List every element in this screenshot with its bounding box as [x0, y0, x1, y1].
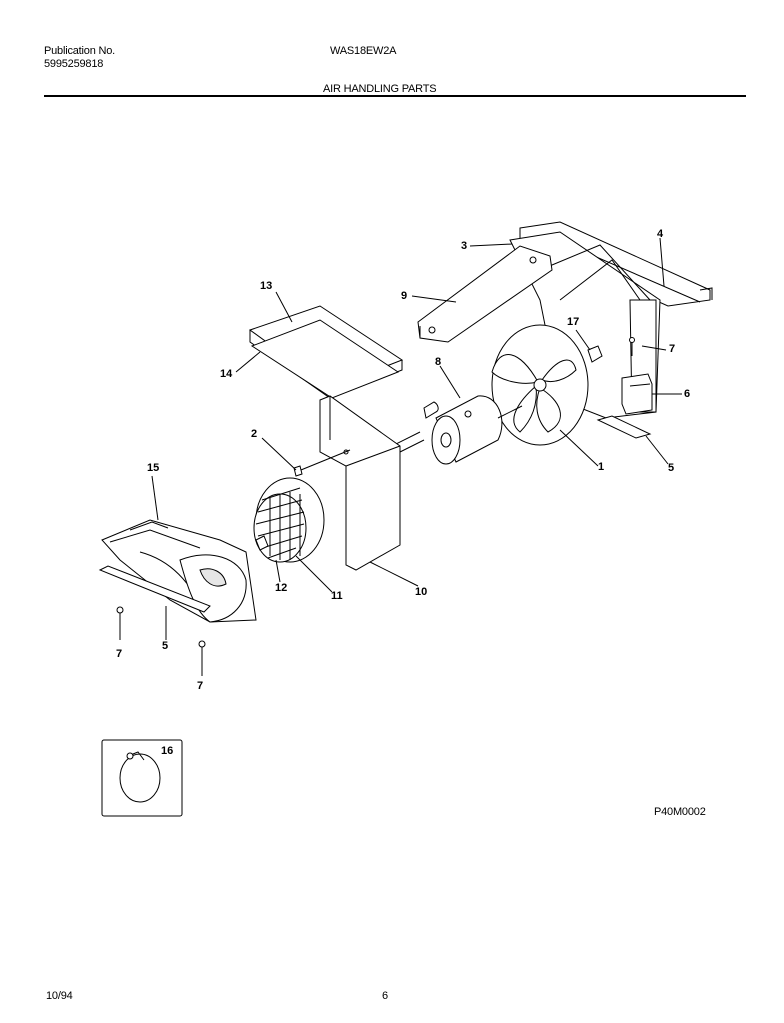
part-6-clip — [621, 373, 653, 415]
part-8-motor — [379, 395, 523, 465]
callout-10: 10 — [415, 586, 428, 598]
footer-date: 10/94 — [46, 990, 73, 1002]
publication-number: 5995259818 — [44, 58, 104, 70]
callout-12: 12 — [275, 582, 288, 594]
part-5-left-brace — [98, 565, 211, 613]
callout-6: 6 — [684, 388, 691, 400]
callout-16: 16 — [161, 745, 174, 757]
callout-7-bottom: 7 — [197, 680, 204, 692]
callout-9: 9 — [401, 290, 408, 302]
part-7-screws — [116, 337, 635, 676]
callout-1: 1 — [598, 461, 605, 473]
part-5-right-strap — [596, 415, 652, 439]
callout-2: 2 — [251, 428, 258, 440]
callout-13: 13 — [260, 280, 273, 292]
part-15-scroll-housing — [101, 519, 257, 623]
part-16-inset — [101, 739, 183, 817]
header-rule — [44, 95, 746, 97]
part-2-screw — [293, 449, 351, 477]
callout-5-left: 5 — [162, 640, 169, 652]
callout-7-right: 7 — [669, 343, 676, 355]
part-10-partition — [319, 395, 401, 571]
part-9-bracket — [417, 245, 553, 343]
page-number: 6 — [382, 990, 388, 1002]
model-number: WAS18EW2A — [330, 45, 397, 57]
leader-lines — [151, 237, 682, 640]
part-17-nut — [587, 345, 603, 363]
publication-label: Publication No. — [44, 45, 115, 57]
callout-15: 15 — [147, 462, 160, 474]
part-13-14-filter-sheets — [248, 305, 404, 399]
callout-14: 14 — [220, 368, 233, 380]
callout-5-right: 5 — [668, 462, 675, 474]
part-11-blower-wheel — [253, 477, 325, 563]
callout-11: 11 — [331, 590, 343, 602]
callout-4: 4 — [657, 228, 664, 240]
part-1-fan-blade — [491, 324, 589, 446]
section-title: AIR HANDLING PARTS — [323, 83, 437, 95]
part-12-set-screw — [255, 535, 269, 551]
figure-code: P40M0002 — [654, 806, 706, 818]
callout-17: 17 — [567, 316, 580, 328]
callout-3: 3 — [461, 240, 468, 252]
callout-7-left: 7 — [116, 648, 123, 660]
callout-8: 8 — [435, 356, 442, 368]
